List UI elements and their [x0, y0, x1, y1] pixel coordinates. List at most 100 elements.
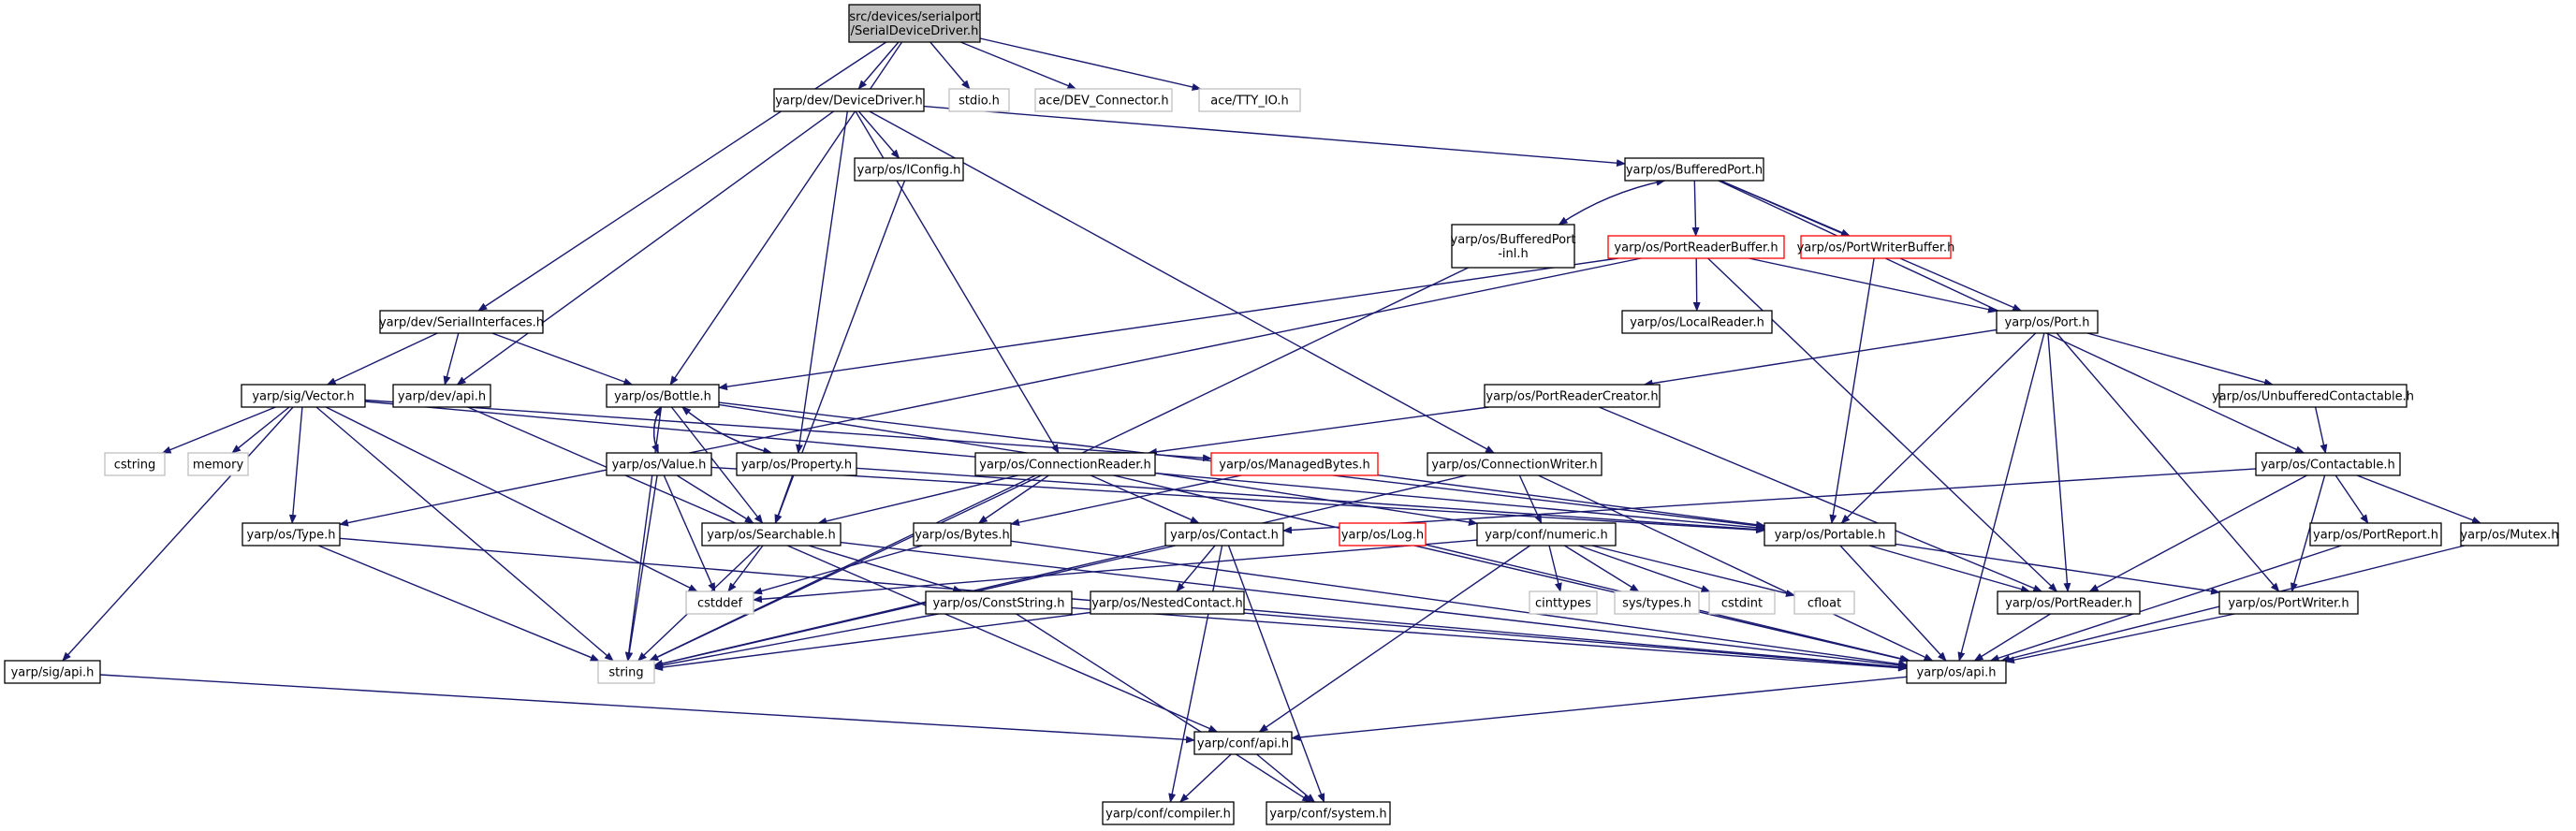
node-unbuffered[interactable]: yarp/os/UnbufferedContactable.h	[2212, 384, 2414, 408]
node-label: yarp/os/ConnectionReader.h	[979, 459, 1151, 473]
edge-value-to-cstddef	[663, 474, 716, 592]
node-label: yarp/os/ManagedBytes.h	[1219, 459, 1369, 473]
edge-port-to-portreader	[2047, 332, 2071, 592]
edge-serialif-to-vector	[326, 332, 438, 386]
node-box	[2460, 522, 2559, 547]
node-label: yarp/conf/system.h	[1269, 808, 1386, 822]
node-devconn[interactable]: ace/DEV_Connector.h	[1034, 88, 1173, 112]
node-stdio[interactable]: stdio.h	[948, 88, 1010, 112]
node-devapi[interactable]: yarp/dev/api.h	[392, 384, 491, 408]
node-label: memory	[193, 459, 244, 473]
node-label: yarp/os/Type.h	[247, 529, 336, 543]
node-compiler[interactable]: yarp/conf/compiler.h	[1102, 801, 1235, 825]
node-pwbuf[interactable]: yarp/os/PortWriterBuffer.h	[1797, 235, 1955, 259]
node-contactable[interactable]: yarp/os/Contactable.h	[2255, 452, 2401, 476]
edge-confapi-to-compiler	[1179, 753, 1232, 803]
node-value[interactable]: yarp/os/Value.h	[606, 452, 712, 476]
node-box	[1621, 310, 1773, 334]
edge-searchable-to-cstddef	[727, 545, 764, 592]
node-cstdint[interactable]: cstdint	[1708, 590, 1776, 615]
node-devdriver[interactable]: yarp/dev/DeviceDriver.h	[773, 88, 925, 112]
node-box	[104, 452, 166, 476]
node-layer: src/devices/serialport/SerialDeviceDrive…	[4, 4, 2559, 825]
node-portable[interactable]: yarp/os/Portable.h	[1764, 522, 1896, 547]
node-label: yarp/conf/compiler.h	[1105, 808, 1231, 822]
node-iconfig[interactable]: yarp/os/IConfig.h	[854, 157, 964, 182]
edge-root-to-devconn	[960, 41, 1077, 90]
node-label: yarp/os/ConnectionWriter.h	[1431, 459, 1597, 473]
node-box	[854, 157, 964, 182]
edge-bytes-to-cstddef	[753, 545, 923, 595]
edge-root-to-stdio	[929, 41, 971, 90]
node-serialif[interactable]: yarp/dev/SerialInterfaces.h	[379, 310, 544, 334]
node-label: yarp/os/NestedContact.h	[1091, 597, 1243, 611]
node-box	[1906, 660, 2007, 684]
node-box	[1764, 522, 1896, 547]
node-bytes[interactable]: yarp/os/Bytes.h	[913, 522, 1012, 547]
node-ttyio[interactable]: ace/TTY_IO.h	[1198, 88, 1301, 112]
node-localreader[interactable]: yarp/os/LocalReader.h	[1621, 310, 1773, 334]
node-box	[1090, 590, 1245, 615]
node-bufport[interactable]: yarp/os/BufferedPort.h	[1624, 157, 1764, 182]
node-cstddef[interactable]: cstddef	[685, 590, 754, 615]
node-mutex[interactable]: yarp/os/Mutex.h	[2460, 522, 2559, 547]
edge-port-to-unbuffered	[2086, 332, 2274, 386]
node-box	[2218, 384, 2408, 408]
node-searchable[interactable]: yarp/os/Searchable.h	[701, 522, 842, 547]
node-label: yarp/conf/numeric.h	[1485, 529, 1608, 543]
node-confapi[interactable]: yarp/conf/api.h	[1193, 731, 1293, 755]
node-prbuf[interactable]: yarp/os/PortReaderBuffer.h	[1607, 235, 1785, 259]
node-conststring[interactable]: yarp/os/ConstString.h	[925, 590, 1073, 615]
node-portreport[interactable]: yarp/os/PortReport.h	[2309, 522, 2442, 547]
edge-port-to-osapi	[1957, 332, 2045, 662]
edge-numeric-to-cstdint	[1578, 545, 1711, 592]
node-osapi[interactable]: yarp/os/api.h	[1906, 660, 2007, 684]
node-property[interactable]: yarp/os/Property.h	[736, 452, 857, 476]
node-box	[1793, 590, 1855, 615]
edge-bufportinl-to-bufport	[1559, 178, 1666, 226]
node-systypes[interactable]: sys/types.h	[1614, 590, 1700, 615]
node-bufportinl[interactable]: yarp/os/BufferedPort-inl.h	[1451, 224, 1576, 269]
node-label: /SerialDeviceDriver.h	[851, 24, 979, 38]
node-system[interactable]: yarp/conf/system.h	[1266, 801, 1391, 825]
edge-prcreator-to-portreader	[1599, 406, 2043, 592]
node-managedbytes[interactable]: yarp/os/ManagedBytes.h	[1210, 452, 1379, 476]
node-contact[interactable]: yarp/os/Contact.h	[1164, 522, 1284, 547]
node-label: yarp/os/BufferedPort	[1451, 233, 1576, 247]
node-prcreator[interactable]: yarp/os/PortReaderCreator.h	[1484, 384, 1661, 408]
node-type[interactable]: yarp/os/Type.h	[242, 522, 341, 547]
node-box	[1266, 801, 1391, 825]
node-box	[1198, 88, 1301, 112]
node-connwriter[interactable]: yarp/os/ConnectionWriter.h	[1427, 452, 1603, 476]
node-label: yarp/dev/api.h	[398, 390, 486, 404]
node-memory[interactable]: memory	[187, 452, 249, 476]
node-string[interactable]: string	[597, 660, 655, 684]
node-cstring[interactable]: cstring	[104, 452, 166, 476]
node-label: ace/DEV_Connector.h	[1038, 95, 1168, 109]
edge-connreader-to-string	[649, 474, 1042, 662]
node-sigapi[interactable]: yarp/sig/api.h	[4, 660, 101, 684]
edge-devdriver-to-iconfig	[857, 110, 900, 159]
node-box	[2218, 590, 2359, 615]
node-bottle[interactable]: yarp/os/Bottle.h	[606, 384, 720, 408]
node-log[interactable]: yarp/os/Log.h	[1339, 522, 1427, 547]
node-port[interactable]: yarp/os/Port.h	[1996, 310, 2099, 334]
edge-portreport-to-osapi	[1989, 545, 2342, 662]
node-box	[1034, 88, 1173, 112]
node-box	[187, 452, 249, 476]
node-label: yarp/os/PortReport.h	[2313, 529, 2438, 543]
node-root[interactable]: src/devices/serialport/SerialDeviceDrive…	[848, 4, 981, 43]
edge-pwbuf-to-portable	[1829, 257, 1875, 524]
node-cinttypes[interactable]: cinttypes	[1529, 590, 1598, 615]
node-nestedcontact[interactable]: yarp/os/NestedContact.h	[1090, 590, 1245, 615]
edge-root-to-devdriver	[857, 41, 900, 90]
node-cfloat[interactable]: cfloat	[1793, 590, 1855, 615]
node-vector[interactable]: yarp/sig/Vector.h	[241, 384, 366, 408]
edge-value-to-string	[625, 474, 658, 662]
node-numeric[interactable]: yarp/conf/numeric.h	[1476, 522, 1617, 547]
node-connreader[interactable]: yarp/os/ConnectionReader.h	[974, 452, 1156, 476]
edge-prbuf-to-type	[339, 257, 1642, 527]
node-portwriter[interactable]: yarp/os/PortWriter.h	[2218, 590, 2359, 615]
node-portreader[interactable]: yarp/os/PortReader.h	[1997, 590, 2141, 615]
edge-port-to-portwriter	[2056, 332, 2280, 592]
